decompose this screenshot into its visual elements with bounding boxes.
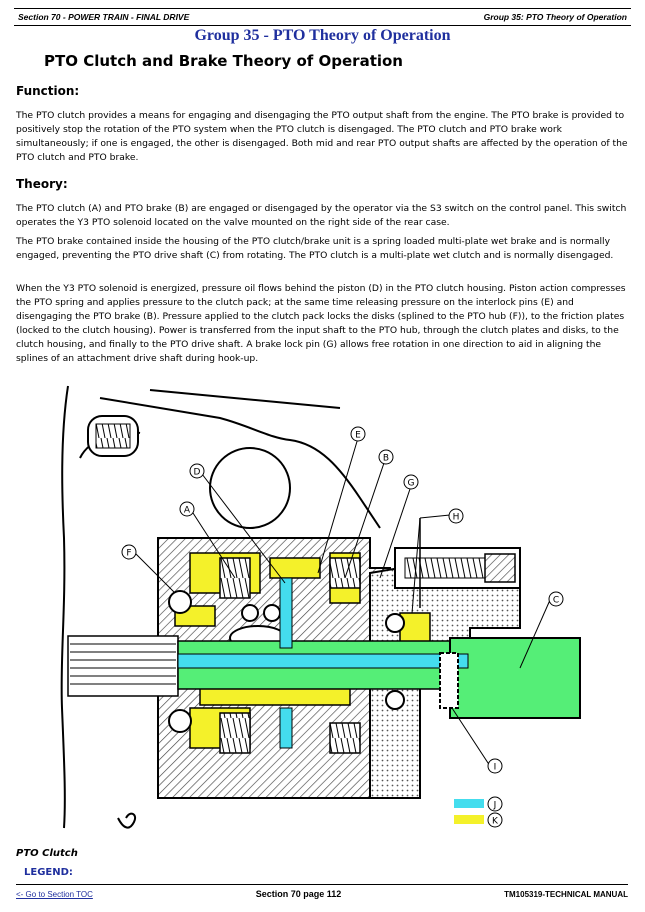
callout-K: K bbox=[487, 812, 503, 828]
callout-J: J bbox=[487, 796, 503, 812]
svg-text:J: J bbox=[493, 801, 497, 811]
valve-plug bbox=[484, 553, 516, 583]
callout-G: G bbox=[403, 474, 419, 490]
oil-passage bbox=[177, 653, 469, 669]
legend-swatch-cyan bbox=[454, 799, 484, 808]
svg-text:F: F bbox=[126, 549, 131, 559]
svg-text:C: C bbox=[553, 596, 559, 606]
group-title: Group 35 - PTO Theory of Operation bbox=[194, 27, 451, 44]
footer-page-number: Section 70 page 112 bbox=[255, 889, 342, 899]
housing-outline bbox=[60, 385, 381, 829]
pto-clutch-cutaway-diagram: A B C D E F G H I J K bbox=[60, 385, 581, 829]
header-section: Section 70 - POWER TRAIN - FINAL DRIVE bbox=[18, 12, 190, 22]
clutch-pack-lower bbox=[219, 712, 361, 754]
svg-text:K: K bbox=[492, 817, 499, 827]
svg-text:E: E bbox=[355, 431, 361, 441]
input-shaft-splines bbox=[70, 643, 176, 685]
callout-leaders bbox=[134, 437, 551, 767]
callout-H: H bbox=[448, 508, 464, 524]
svg-text:I: I bbox=[494, 763, 497, 773]
svg-text:A: A bbox=[184, 506, 191, 516]
theory-paragraph-3: When the Y3 PTO solenoid is energized, p… bbox=[16, 283, 626, 364]
header-group: Group 35: PTO Theory of Operation bbox=[483, 12, 627, 22]
svg-text:B: B bbox=[383, 454, 389, 464]
pto-drive-shaft bbox=[449, 637, 581, 719]
go-to-section-toc-link[interactable]: <- Go to Section TOC bbox=[16, 889, 93, 899]
callout-D: D bbox=[189, 463, 205, 479]
input-shaft bbox=[67, 635, 179, 697]
callout-F: F bbox=[121, 544, 137, 560]
page-header: Section 70 - POWER TRAIN - FINAL DRIVE G… bbox=[14, 8, 631, 26]
legend-swatch-yellow bbox=[454, 815, 484, 824]
svg-text:H: H bbox=[453, 513, 460, 523]
theory-paragraph-1: The PTO clutch (A) and PTO brake (B) are… bbox=[16, 203, 627, 228]
brake-lock-pin bbox=[439, 652, 459, 709]
valve-spring bbox=[404, 557, 486, 579]
break-mark bbox=[117, 812, 136, 829]
svg-text:D: D bbox=[194, 468, 201, 478]
page-title: PTO Clutch and Brake Theory of Operation bbox=[44, 52, 403, 70]
svg-text:G: G bbox=[408, 479, 415, 489]
theory-paragraph-2: The PTO brake contained inside the housi… bbox=[16, 236, 614, 261]
callout-I: I bbox=[487, 758, 503, 774]
theory-heading: Theory: bbox=[16, 177, 68, 191]
footer-manual-id: TM105319-TECHNICAL MANUAL bbox=[504, 889, 628, 899]
callout-C: C bbox=[548, 591, 564, 607]
callout-B: B bbox=[378, 449, 394, 465]
function-text: The PTO clutch provides a means for enga… bbox=[16, 110, 628, 163]
oil-feed-passage-lower bbox=[279, 707, 293, 749]
callout-E: E bbox=[350, 426, 366, 442]
upper-pin-detail bbox=[87, 415, 139, 457]
oil-feed-passage bbox=[279, 577, 293, 649]
pto-clutch-figure: A B C D E F G H I J K bbox=[40, 378, 610, 840]
legend-label: LEGEND: bbox=[24, 867, 73, 878]
housing-bore-circle bbox=[209, 447, 291, 529]
figure-caption: PTO Clutch bbox=[16, 848, 78, 859]
function-heading: Function: bbox=[16, 84, 80, 98]
bearings bbox=[168, 590, 405, 733]
page-footer: <- Go to Section TOC Section 70 page 112… bbox=[16, 884, 628, 903]
callout-A: A bbox=[179, 501, 195, 517]
